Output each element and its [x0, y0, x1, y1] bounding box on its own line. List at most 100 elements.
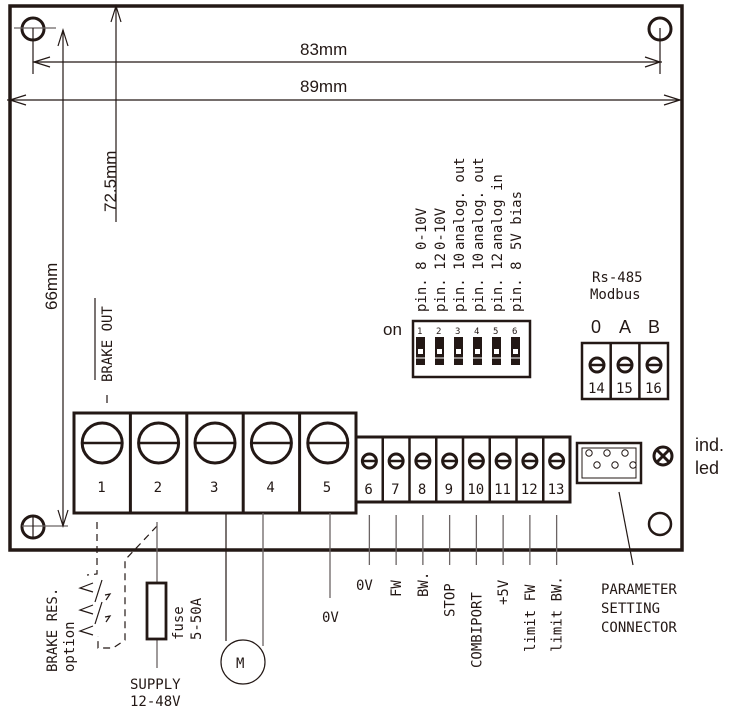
- dip-pin-label: pin. 10: [452, 253, 468, 312]
- signal-terminal-number: 9: [445, 482, 453, 498]
- power-terminal[interactable]: 2: [128, 413, 181, 513]
- signal-terminal-number: 6: [364, 482, 372, 498]
- t10-label: COMBIPORT: [469, 592, 485, 668]
- dip-function-label: 5V bias: [509, 191, 525, 250]
- dimension-89mm: 89mm: [7, 77, 683, 106]
- signal-terminal[interactable]: 8: [408, 437, 432, 502]
- dip-switch-toggle[interactable]: 5: [492, 327, 501, 365]
- dip-function-label: analog in: [490, 174, 506, 250]
- rs485-subtitle: Modbus: [590, 287, 641, 303]
- fuse-label: fuse: [171, 606, 187, 640]
- dip-switch[interactable]: on 1 2 3 4 5 6: [383, 319, 532, 379]
- power-terminal-number: 1: [97, 480, 105, 496]
- dip-on-label: on: [383, 320, 402, 339]
- power-terminal[interactable]: 4: [241, 413, 293, 513]
- dimension-89mm-label: 89mm: [300, 77, 347, 96]
- dimension-66mm-label: 66mm: [42, 263, 61, 310]
- t13-label: limit BW.: [550, 576, 566, 652]
- signal-terminal[interactable]: 9: [435, 437, 459, 502]
- t5-0v-label: 0V: [322, 610, 339, 626]
- dip-switch-toggle[interactable]: 2: [435, 327, 444, 365]
- dimension-83mm-label: 83mm: [300, 40, 347, 59]
- dip-switch-number: 1: [417, 327, 422, 337]
- brake-out-label: BRAKE OUT: [100, 306, 116, 382]
- power-terminal-number: 5: [323, 480, 331, 496]
- ind-led-line2: led: [695, 458, 719, 478]
- signal-terminal-number: 12: [521, 482, 538, 498]
- dip-switch-toggle[interactable]: 4: [473, 327, 482, 365]
- power-terminal-block: 1 2 3 4 5: [72, 411, 358, 515]
- supply-label: SUPPLY: [130, 677, 181, 693]
- rs485-letter: 0: [591, 317, 601, 337]
- motor: M: [220, 513, 266, 685]
- rs485-letter: A: [619, 317, 631, 337]
- dimension-72-5mm-label: 72.5mm: [101, 151, 120, 212]
- power-terminal-number: 4: [266, 480, 274, 496]
- mounting-hole-top-left: [14, 16, 56, 74]
- parameter-setting-connector[interactable]: [575, 441, 643, 566]
- brake-res-label: BRAKE RES.: [45, 588, 61, 672]
- power-terminal-number: 2: [154, 480, 162, 496]
- rs485-terminal[interactable]: 16: [638, 343, 663, 399]
- signal-terminal-number: 10: [467, 482, 484, 498]
- dip-switch-number: 5: [493, 327, 498, 337]
- signal-terminal[interactable]: 11: [488, 437, 512, 502]
- dip-switch-number: 6: [512, 327, 517, 337]
- external-wiring: BRAKE RES. option fuse 5-50A SUPPLY 12-4…: [45, 513, 566, 710]
- t11-label: +5V: [496, 579, 512, 605]
- dip-switch-number: 2: [436, 327, 441, 337]
- dimension-72-5mm: 72.5mm: [101, 3, 122, 222]
- param-line1: PARAMETER: [601, 582, 677, 598]
- rs485-letter: B: [648, 317, 660, 337]
- t6-0v-label: 0V: [356, 578, 373, 594]
- param-line2: SETTING: [601, 601, 660, 617]
- dimension-66mm: 66mm: [42, 27, 69, 529]
- motor-label: M: [236, 656, 244, 672]
- brake-resistor-option: BRAKE RES. option: [45, 522, 158, 672]
- dip-function-label: analog. out: [452, 157, 468, 250]
- mounting-hole-top-right: [647, 16, 673, 74]
- rs485-terminal-number: 15: [616, 381, 633, 397]
- dip-pin-label: pin. 8: [414, 261, 430, 312]
- power-terminal-number: 3: [210, 480, 218, 496]
- power-terminal[interactable]: 5: [298, 413, 350, 513]
- t12-label: limit FW: [523, 584, 539, 652]
- dip-function-label: analog. out: [471, 157, 487, 250]
- rs485-terminal[interactable]: 14: [588, 356, 606, 397]
- mounting-hole-bottom-right: [647, 511, 673, 537]
- t7-label: FW: [389, 580, 405, 597]
- signal-terminal[interactable]: 13: [542, 437, 566, 502]
- dip-pin-label: pin. 10: [471, 253, 487, 312]
- brake-res-option-label: option: [62, 621, 78, 672]
- rs485-title: Rs-485: [592, 270, 643, 286]
- mounting-hole-bottom-left: [20, 514, 68, 540]
- rs485-terminal[interactable]: 15: [609, 343, 634, 399]
- indicator-led: ind. led: [652, 435, 724, 478]
- param-line3: CONNECTOR: [601, 620, 677, 636]
- signal-terminal-number: 8: [418, 482, 426, 498]
- dip-pin-label: pin. 12: [433, 253, 449, 312]
- signal-terminal[interactable]: 12: [515, 437, 539, 502]
- signal-terminal[interactable]: 6: [360, 452, 378, 498]
- signal-terminal[interactable]: 10: [461, 437, 485, 502]
- dip-function-label: 0-10V: [433, 207, 449, 250]
- t9-label: STOP: [443, 583, 459, 617]
- signal-terminal[interactable]: 7: [381, 437, 405, 502]
- dip-switch-toggle[interactable]: 3: [454, 327, 463, 365]
- dip-switch-toggle[interactable]: 6: [511, 327, 520, 365]
- signal-terminal-number: 13: [548, 482, 565, 498]
- power-terminal[interactable]: 1: [80, 421, 124, 496]
- dip-pin-label: pin. 8: [509, 261, 525, 312]
- dip-function-label: 0-10V: [414, 207, 430, 250]
- dip-switch-number: 4: [474, 327, 479, 337]
- dimension-83mm: 83mm: [31, 40, 662, 68]
- power-terminal[interactable]: 3: [185, 413, 237, 513]
- brake-out-label-group: BRAKE OUT: [94, 298, 116, 403]
- dip-switch-toggle[interactable]: 1: [416, 327, 425, 365]
- rs485-terminal-number: 16: [645, 381, 662, 397]
- supply-fuse: fuse 5-50A SUPPLY 12-48V: [130, 522, 205, 710]
